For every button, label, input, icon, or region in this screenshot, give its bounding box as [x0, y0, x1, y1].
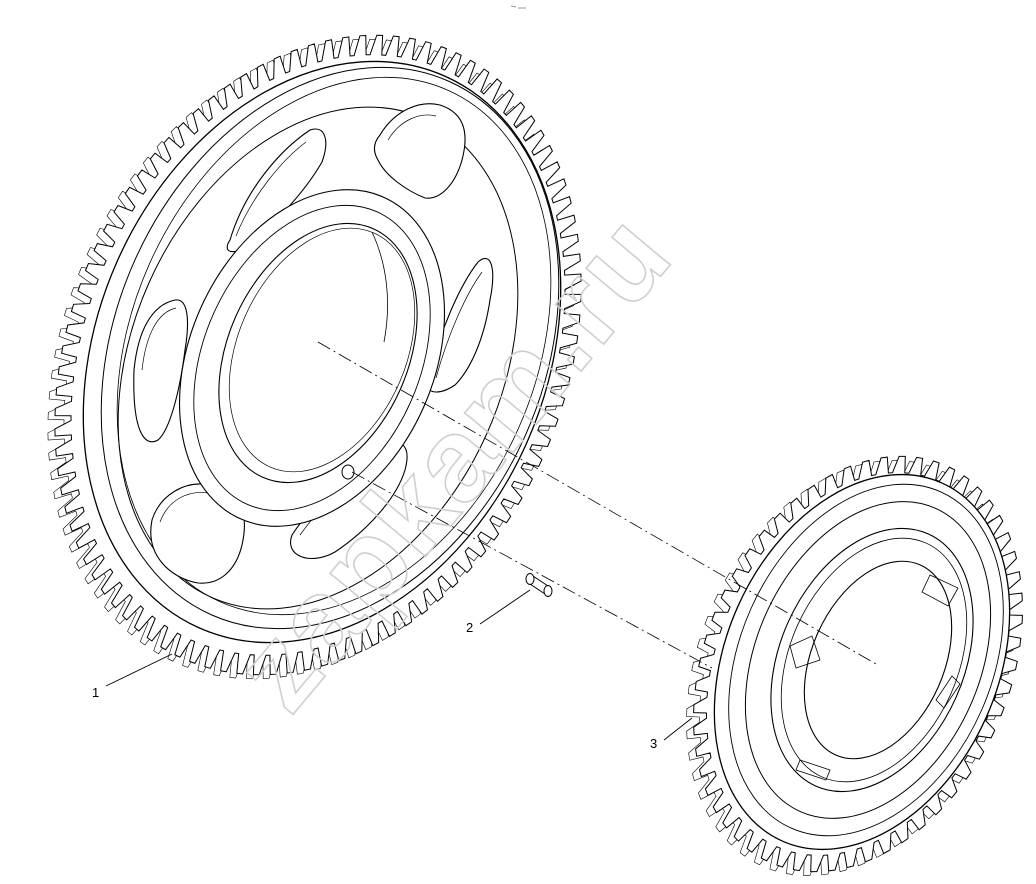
top-mark: [510, 5, 526, 9]
callout-1: 1: [92, 685, 99, 700]
small-gear: [686, 455, 1023, 876]
callout-2: 2: [466, 620, 473, 635]
leader-lines: [105, 589, 693, 741]
assembly-axes: [317, 341, 877, 669]
callout-3: 3: [650, 736, 657, 751]
pin: [525, 573, 553, 597]
large-gear: [47, 34, 582, 680]
